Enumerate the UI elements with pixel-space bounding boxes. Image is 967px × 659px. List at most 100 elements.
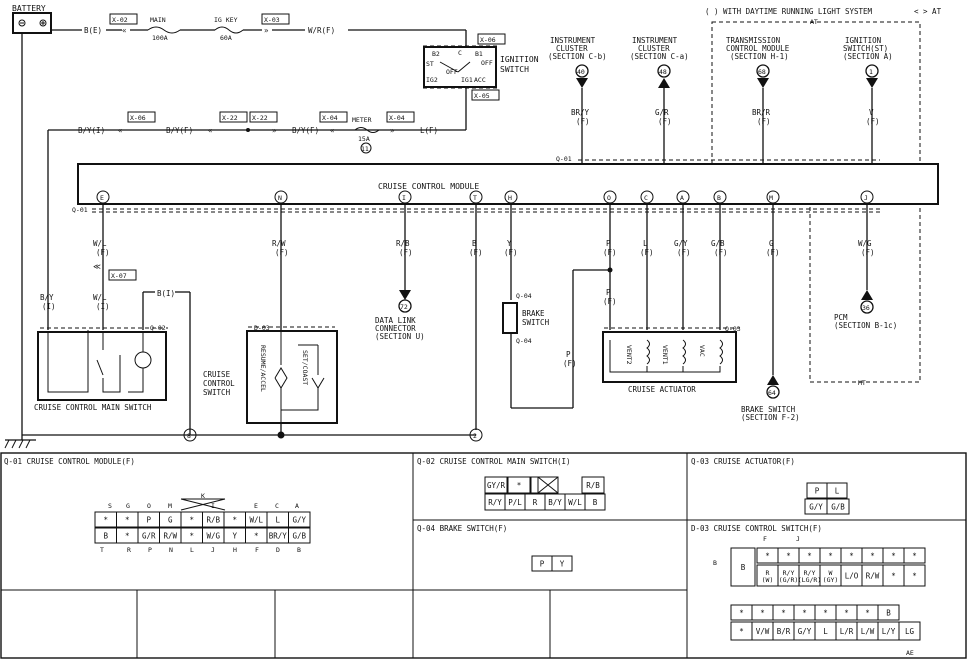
connector-tag-x22a bbox=[219, 111, 248, 123]
svg-text:≪: ≪ bbox=[93, 262, 101, 271]
connector-q04-title: Q-04 BRAKE SWITCH(F) bbox=[417, 524, 507, 533]
svg-text:68: 68 bbox=[758, 68, 766, 76]
svg-text:BRAKE: BRAKE bbox=[522, 309, 545, 318]
connector-d03-pin-label: * bbox=[760, 609, 765, 618]
svg-text:(F): (F) bbox=[866, 117, 880, 126]
connector-q01-pin-label: P bbox=[146, 516, 151, 525]
svg-text:CLUSTER: CLUSTER bbox=[556, 44, 588, 53]
connector-d03-pin-label: * bbox=[786, 552, 791, 561]
connector-q02-pin-label: W/L bbox=[568, 498, 582, 507]
svg-text:11: 11 bbox=[361, 145, 369, 153]
svg-text:Q-04: Q-04 bbox=[516, 292, 532, 300]
vac-label: VAC bbox=[698, 345, 706, 357]
module-pin-t: T B (F) bbox=[469, 190, 483, 430]
svg-text:INSTRUMENT: INSTRUMENT bbox=[550, 36, 596, 45]
connector-d03-pin-label: * bbox=[912, 572, 917, 581]
svg-text:CONTROL MODULE: CONTROL MODULE bbox=[726, 44, 790, 53]
svg-text:I: I bbox=[211, 502, 215, 510]
svg-text:CRUISE: CRUISE bbox=[203, 370, 231, 379]
svg-text:N: N bbox=[169, 546, 173, 554]
svg-text:D-03: D-03 bbox=[254, 324, 270, 332]
connector-d03-pin-label: * bbox=[823, 609, 828, 618]
svg-text:G/Y: G/Y bbox=[674, 239, 688, 248]
connector-d03-pin-label: B bbox=[741, 563, 746, 572]
svg-text:P: P bbox=[566, 350, 571, 359]
connector-d03-pin-label: * bbox=[739, 609, 744, 618]
svg-text:(I): (I) bbox=[42, 302, 56, 311]
svg-text:«: « bbox=[330, 126, 335, 135]
svg-text:(F): (F) bbox=[96, 248, 110, 257]
connector-q01-pin-label: * bbox=[125, 516, 130, 525]
connector-q01-pin-label: G/B bbox=[292, 532, 306, 541]
svg-text:CLUSTER: CLUSTER bbox=[638, 44, 670, 53]
svg-text:72: 72 bbox=[400, 303, 408, 311]
svg-text:R: R bbox=[127, 546, 131, 554]
connector-q01-pin-label: G/Y bbox=[292, 516, 306, 525]
svg-text:C: C bbox=[458, 49, 462, 57]
vent2-label: VENT2 bbox=[625, 345, 633, 365]
module-pin-n: N R/W (F) bbox=[272, 190, 289, 330]
svg-text:(F): (F) bbox=[469, 248, 483, 257]
svg-text:(F): (F) bbox=[766, 248, 780, 257]
svg-text:ST: ST bbox=[426, 60, 434, 68]
connector-q01-pin-label: Y bbox=[232, 532, 237, 541]
svg-text:C: C bbox=[275, 502, 279, 510]
connector-q01-pin-label: * bbox=[189, 532, 194, 541]
svg-text:(F): (F) bbox=[504, 248, 518, 257]
connector-q03-pin-label: L bbox=[835, 487, 840, 496]
svg-text:64: 64 bbox=[768, 389, 776, 397]
svg-text:(SECTION B-1c): (SECTION B-1c) bbox=[834, 321, 897, 330]
svg-text:D: D bbox=[276, 546, 280, 554]
svg-text:B1: B1 bbox=[475, 50, 483, 58]
connector-d03-cell bbox=[903, 564, 926, 587]
connector-d03-pin-label: LG bbox=[905, 627, 915, 636]
arrow-up-icon bbox=[767, 375, 779, 385]
svg-text:I: I bbox=[402, 194, 406, 202]
svg-text:(SECTION C-a): (SECTION C-a) bbox=[630, 52, 689, 61]
cruise-control-module-box bbox=[77, 163, 939, 205]
svg-text:CONNECTOR: CONNECTOR bbox=[375, 324, 416, 333]
svg-text:O: O bbox=[147, 502, 151, 510]
svg-text:(F): (F) bbox=[563, 359, 577, 368]
connector-d03-pin-label: * bbox=[844, 609, 849, 618]
brake-switch-ref: 64 BRAKE SWITCH (SECTION F-2) bbox=[741, 375, 800, 422]
connector-tag-x03 bbox=[261, 13, 290, 25]
module-pin-e: E W/L (F) bbox=[93, 190, 110, 330]
connector-d03-cell bbox=[877, 604, 900, 621]
svg-text:X-22: X-22 bbox=[222, 114, 238, 122]
module-pin-o: O P (F) bbox=[603, 190, 617, 330]
fuse-meter-icon bbox=[354, 127, 380, 133]
svg-text:X-22: X-22 bbox=[252, 114, 268, 122]
ignition-switch-box bbox=[423, 46, 497, 88]
connector-d03-pin-label: * bbox=[807, 552, 812, 561]
data-link-connector-ref: 72 DATA LINK CONNECTOR (SECTION U) 2 bbox=[375, 290, 483, 442]
connector-d03-pin-label: (LG/R) bbox=[798, 576, 821, 584]
module-pin-m: M G (F) bbox=[766, 190, 780, 375]
connector-d03-pin-label: W bbox=[829, 569, 833, 577]
svg-text:60A: 60A bbox=[220, 34, 232, 42]
connector-tag-x02 bbox=[109, 13, 138, 25]
svg-text:L: L bbox=[190, 546, 194, 554]
svg-text:H: H bbox=[508, 194, 512, 202]
svg-text:(SECTION H-1): (SECTION H-1) bbox=[730, 52, 789, 61]
connector-d03-pin-label: * bbox=[828, 552, 833, 561]
svg-text:B/Y: B/Y bbox=[40, 293, 54, 302]
connector-q01-pin-label: * bbox=[232, 516, 237, 525]
svg-text:1: 1 bbox=[869, 68, 873, 76]
connector-d03-pin-label: B bbox=[886, 609, 891, 618]
module-pin-b: B G/B (F) bbox=[711, 190, 728, 330]
main-switch-section: ≪ X-07 B/Y (I) W/L (I) B(I) Q-02 CRUISE … bbox=[34, 262, 197, 442]
battery-neg-terminal bbox=[18, 19, 26, 27]
svg-text:100A: 100A bbox=[152, 34, 168, 42]
connector-q03-cell bbox=[826, 482, 848, 499]
connector-d03-pin-label: V/W bbox=[756, 627, 770, 636]
cruise-control-switch-section: D-03 CRUISE CONTROL SWITCH RESUME/ACCEL … bbox=[22, 324, 476, 439]
connector-tag-x04b bbox=[386, 111, 415, 123]
connector-d03-cell bbox=[730, 547, 756, 587]
connector-q01-pin-label: * bbox=[103, 516, 108, 525]
battery-box bbox=[12, 12, 52, 34]
svg-text:SWITCH: SWITCH bbox=[203, 388, 231, 397]
svg-text:«: « bbox=[208, 126, 213, 135]
ref-ignition-switch-st: IGNITION SWITCH(ST) (SECTION A) 1 V (F) … bbox=[843, 36, 893, 179]
